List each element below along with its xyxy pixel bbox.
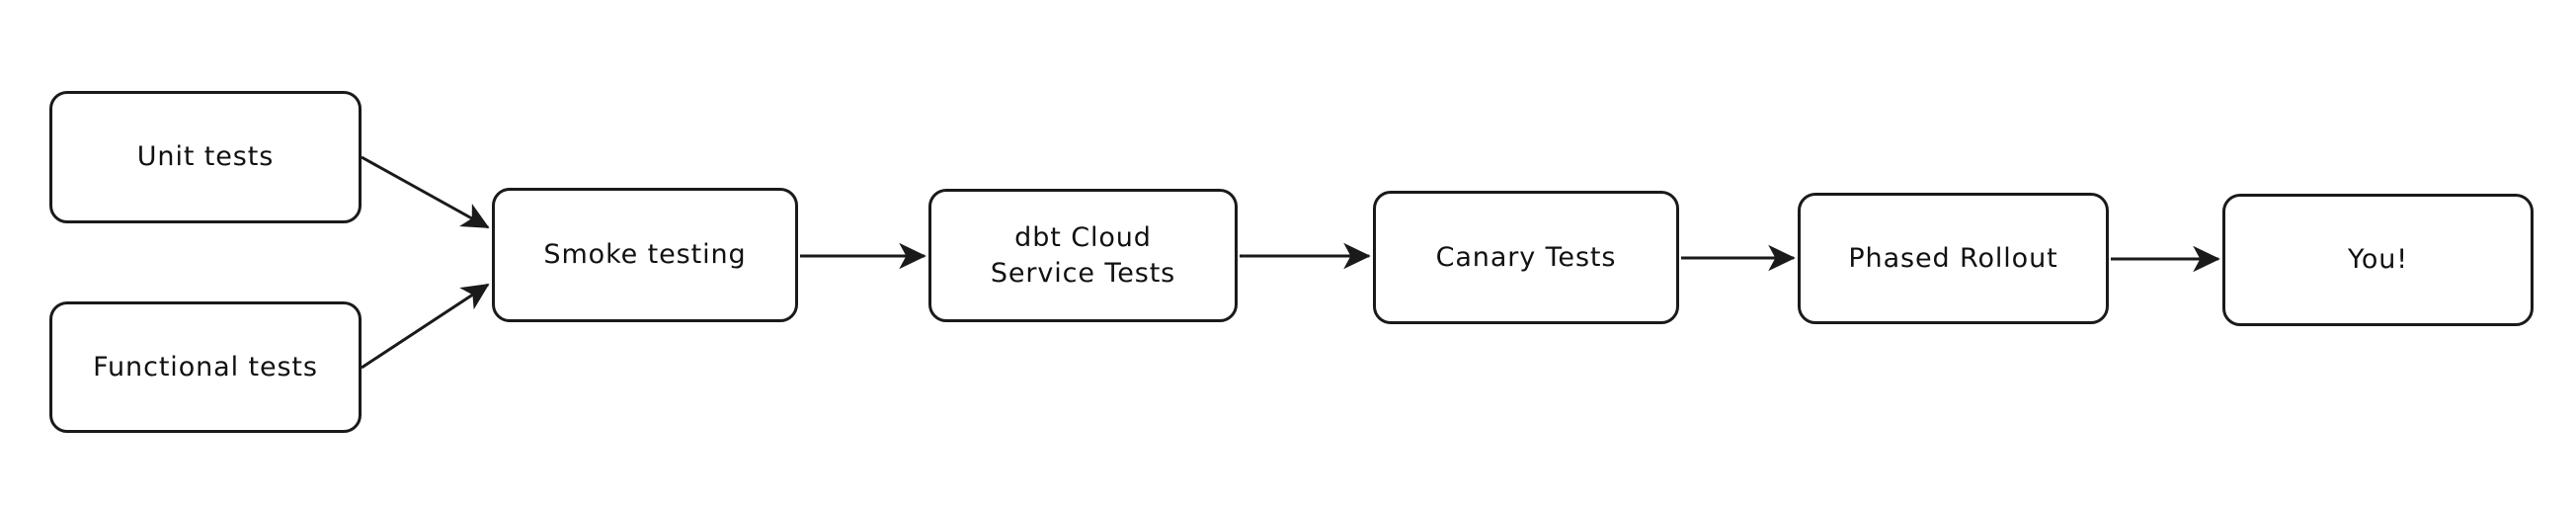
node-label-phased-rollout: Phased Rollout [1848,242,2058,274]
node-dbt-cloud-service-tests[interactable]: dbt Cloud Service Tests [928,189,1238,322]
edge-functional-tests-to-smoke-testing [361,283,490,370]
node-label-functional-tests: Functional tests [93,351,318,382]
node-phased-rollout[interactable]: Phased Rollout [1798,193,2109,324]
node-label-smoke-testing: Smoke testing [543,239,747,271]
node-label-you: You! [2348,244,2408,276]
node-smoke-testing[interactable]: Smoke testing [492,188,798,322]
node-you[interactable]: You! [2222,194,2534,326]
node-label-canary-tests: Canary Tests [1435,241,1617,273]
node-unit-tests[interactable]: Unit tests [49,91,362,223]
node-label-dbt-cloud-service-tests: dbt Cloud Service Tests [990,222,1176,289]
node-label-unit-tests: Unit tests [136,141,275,173]
node-canary-tests[interactable]: Canary Tests [1373,191,1679,324]
node-functional-tests[interactable]: Functional tests [49,301,362,433]
edge-unit-tests-to-smoke-testing [361,155,490,229]
